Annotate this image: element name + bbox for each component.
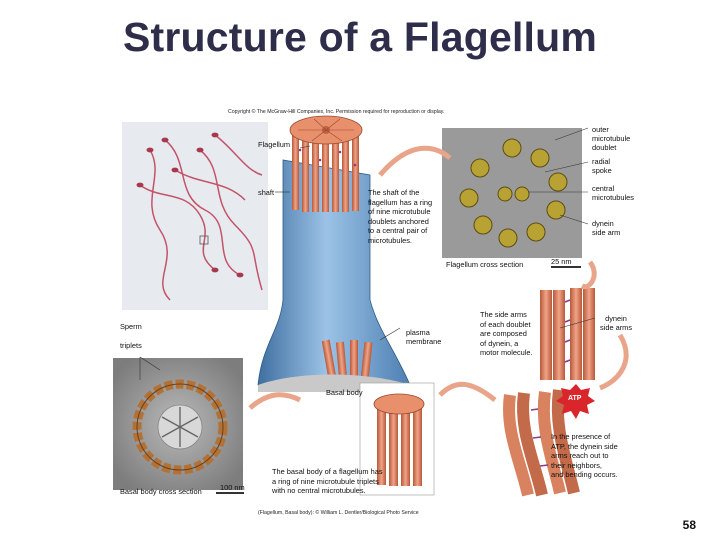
- sperm-micrograph: [122, 122, 268, 310]
- flagellum-shaft-drawing: [258, 116, 410, 392]
- label-triplets: triplets: [120, 341, 142, 350]
- scale-bar-25nm: 25 nm: [551, 257, 572, 266]
- label-basal-body-cross-section: Basal body cross section: [120, 487, 202, 496]
- label-shaft: shaft: [258, 188, 274, 197]
- label-flagellum-cross-section: Flagellum cross section: [446, 260, 523, 269]
- label-sperm: Sperm: [120, 322, 142, 331]
- basal-body-em: [113, 358, 244, 494]
- atp-label: ATP: [568, 394, 581, 403]
- flagellum-cross-section-em: [442, 128, 582, 268]
- page-number: 58: [683, 518, 696, 532]
- dynein-doublet-drawing: [540, 288, 595, 380]
- label-flagellum: Flagellum: [258, 140, 290, 149]
- label-basal-body: Basal body: [326, 388, 363, 397]
- photo-credit: (Flagellum, Basal body): © William L. De…: [258, 510, 419, 516]
- scale-bar-100nm: 100 nm: [220, 483, 245, 492]
